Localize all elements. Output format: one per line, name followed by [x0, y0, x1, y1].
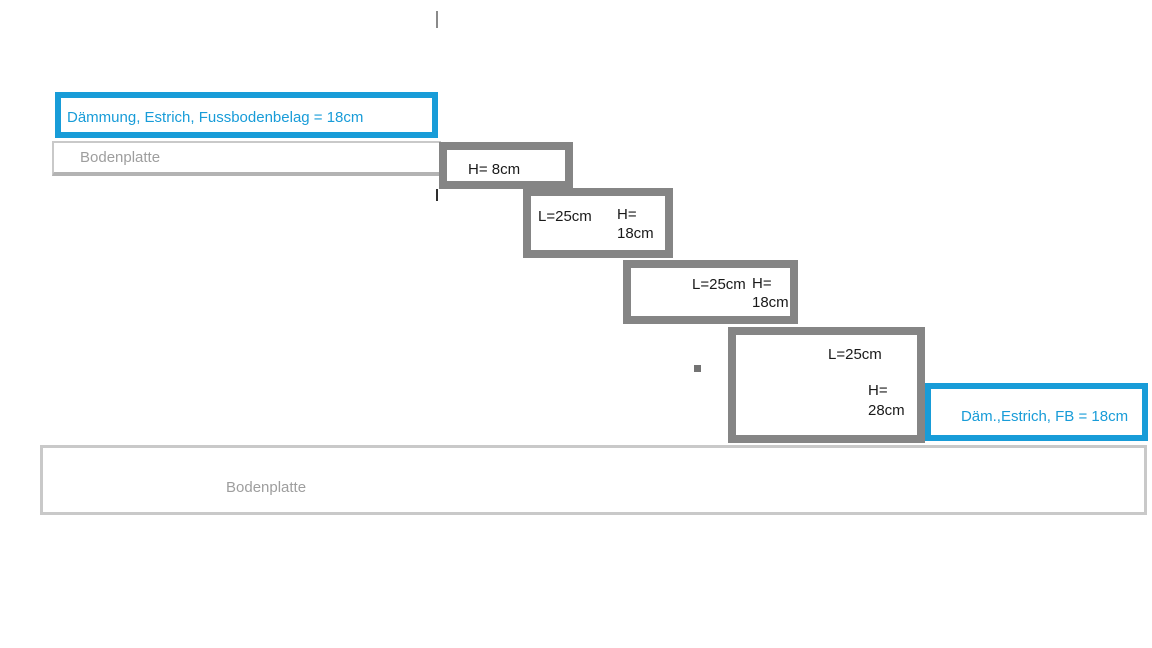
insulation-label-bottom: Däm.,Estrich, FB = 18cm: [960, 407, 1129, 425]
step-3-height-label: H=: [752, 275, 772, 292]
tick-mark-top: [436, 11, 438, 28]
insulation-label-box-top: Dämmung, Estrich, Fussbodenbelag = 18cm: [55, 92, 438, 138]
step-2-height-block: H= 18cm: [617, 205, 654, 243]
step-2-height-label: H=: [617, 206, 637, 223]
step-2-length-label: L=25cm: [538, 208, 592, 225]
step-4-height-label: H=: [868, 382, 888, 399]
insulation-label-top: Dämmung, Estrich, Fussbodenbelag = 18cm: [67, 109, 364, 126]
baseplate-label-top: Bodenplatte: [80, 149, 161, 166]
insulation-label-box-bottom: Däm.,Estrich, FB = 18cm: [925, 383, 1148, 441]
step-box-3: L=25cm H= 18cm: [623, 260, 798, 324]
step-1-height-label: H= 8cm: [468, 160, 521, 178]
baseplate-label-bottom: Bodenplatte: [226, 479, 307, 496]
step-4-height-value: 28cm: [868, 402, 905, 419]
square-dot-mark: [694, 365, 701, 372]
baseplate-box-top: Bodenplatte: [52, 141, 441, 176]
step-3-height-block: H= 18cm: [752, 274, 789, 312]
step-4-length-label: L=25cm: [828, 346, 882, 363]
step-4-height-block: H= 28cm: [868, 381, 905, 421]
step-2-height-value: 18cm: [617, 225, 654, 242]
step-3-length-label: L=25cm: [692, 276, 746, 293]
baseplate-box-bottom: Bodenplatte: [40, 445, 1147, 515]
step-3-height-value: 18cm: [752, 294, 789, 311]
step-box-1: H= 8cm: [439, 142, 573, 189]
step-box-2: L=25cm H= 18cm: [523, 188, 673, 258]
step-box-4: L=25cm H= 28cm: [728, 327, 925, 443]
tick-mark-bottom: [436, 189, 438, 201]
